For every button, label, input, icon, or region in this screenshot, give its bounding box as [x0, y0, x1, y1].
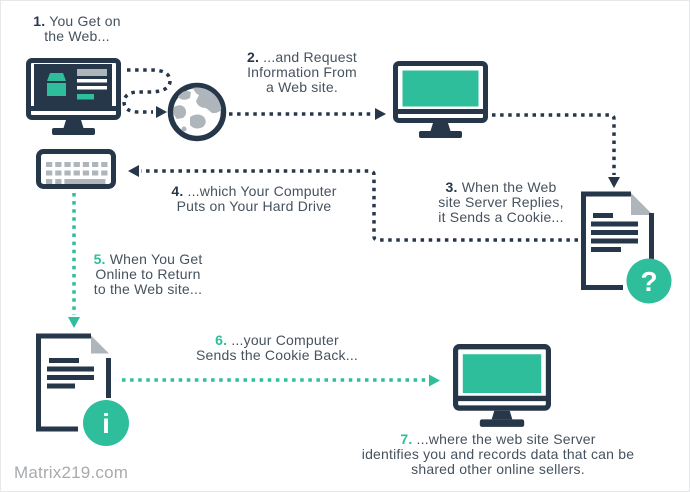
step-5-label: 5. When You Get Online to Return to the …	[68, 252, 228, 297]
step-4-text: ...which Your Computer Puts on Your Hard…	[176, 183, 337, 214]
seller-server-monitor-icon	[453, 344, 551, 427]
step-2-label: 2. ...and Request Information From a Web…	[222, 50, 382, 95]
step-4-number: 4.	[171, 183, 184, 199]
web-server-monitor-icon	[393, 61, 488, 138]
step-1-number: 1.	[33, 13, 46, 29]
step-7-label: 7. ...where the web site Server identifi…	[338, 432, 658, 477]
step-3-label: 3. When the Web site Server Replies, it …	[411, 180, 591, 225]
folded-corner	[631, 193, 653, 215]
shopping-bag-icon	[47, 73, 66, 81]
step-5-text: When You Get Online to Return to the Web…	[93, 251, 203, 297]
dotted-path-user-to-globe	[122, 68, 172, 114]
arrowhead-into-info-doc-icon	[68, 317, 80, 328]
monitor-stand	[491, 410, 513, 420]
step-7-number: 7.	[400, 431, 413, 447]
info-badge	[83, 400, 129, 446]
step-6-number: 6.	[215, 332, 228, 348]
step-4-label: 4. ...which Your Computer Puts on Your H…	[154, 184, 354, 214]
arrowhead-into-keyboard-icon	[128, 165, 139, 177]
document-text-lines	[591, 213, 638, 252]
spacebar-key	[64, 179, 106, 184]
keyboard-keys	[46, 162, 108, 184]
monitor-screen	[462, 354, 542, 393]
page-edge-bar	[649, 213, 654, 259]
step-3-text: When the Web site Server Replies, it Sen…	[438, 179, 564, 225]
document-text-lines	[47, 358, 94, 389]
keyboard-icon	[36, 149, 116, 189]
step-6-text: ...your Computer Sends the Cookie Back..…	[196, 332, 358, 363]
cookie-document-question-icon: ?	[581, 191, 672, 304]
step-2-text: ...and Request Information From a Web si…	[247, 49, 358, 95]
page-button-bar	[77, 94, 94, 100]
step-7-text: ...where the web site Server identifies …	[361, 431, 635, 477]
question-badge	[626, 258, 672, 304]
page-text-line	[77, 79, 107, 83]
monitor-stand	[63, 120, 84, 128]
step-6-label: 6. ...your Computer Sends the Cookie Bac…	[177, 333, 377, 363]
arrowhead-into-server-icon	[375, 108, 386, 120]
dotted-path-server-to-cookie	[492, 113, 616, 175]
globe-icon	[167, 82, 227, 142]
arrowhead-into-seller-icon	[429, 374, 440, 387]
question-badge-glyph: ?	[640, 266, 657, 297]
arrowhead-into-cookie-doc-icon	[608, 177, 620, 188]
step-5-number: 5.	[93, 251, 106, 267]
monitor-screen	[402, 70, 479, 107]
cookie-document-info-icon: i	[36, 333, 129, 446]
info-badge-glyph: i	[102, 408, 110, 439]
arrowhead-into-globe-icon	[156, 106, 167, 118]
monitor-stand	[430, 123, 451, 131]
step-1-text: You Get on the Web...	[44, 13, 121, 44]
watermark: Matrix219.com	[14, 463, 129, 482]
page-header-bar	[77, 69, 107, 76]
step-1-label: 1. You Get on the Web...	[7, 14, 147, 44]
page-text-line	[77, 86, 107, 90]
page-edge-bar	[106, 358, 111, 398]
step-2-number: 2.	[246, 49, 260, 65]
step-3-number: 3.	[445, 179, 458, 195]
user-computer-monitor-icon	[26, 58, 121, 135]
dotted-path-cookie-to-keyboard	[141, 169, 578, 242]
folded-corner	[91, 335, 109, 354]
